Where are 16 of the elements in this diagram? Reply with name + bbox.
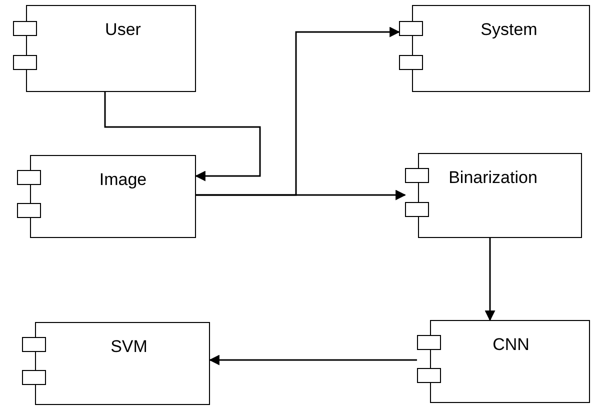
component-box <box>412 5 590 92</box>
component-box <box>418 153 582 238</box>
arrow <box>104 92 261 182</box>
component-name: User <box>105 20 141 40</box>
component-name: System <box>480 20 538 40</box>
component-name: Image <box>99 170 147 190</box>
component-box <box>26 5 196 92</box>
component-box <box>30 155 196 238</box>
arrow <box>208 354 417 366</box>
arrow <box>196 190 406 200</box>
component-name: Binarization <box>448 168 538 188</box>
component-name: SVM <box>110 337 148 357</box>
component-box <box>430 320 590 403</box>
arrow <box>484 238 496 322</box>
component-name: CNN <box>492 335 530 355</box>
component-box <box>35 322 210 405</box>
